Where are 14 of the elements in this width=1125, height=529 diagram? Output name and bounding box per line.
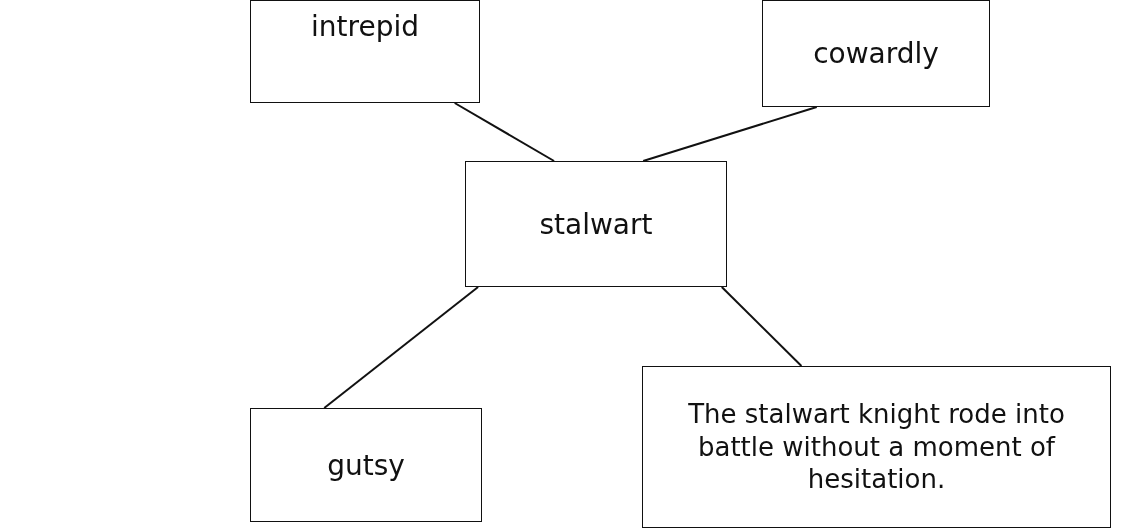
connector-line	[642, 106, 818, 162]
connector-line	[720, 286, 803, 367]
word-box	[642, 366, 1111, 528]
connector-line	[453, 102, 556, 162]
word-box	[762, 0, 990, 107]
word-box	[250, 408, 482, 522]
box-text: intrepid	[311, 9, 419, 44]
word-box	[465, 161, 727, 287]
box-text: stalwart	[539, 206, 653, 242]
box-text: gutsy	[327, 447, 405, 483]
box-text: cowardly	[813, 36, 939, 71]
connector-line	[323, 286, 480, 409]
box-text: The stalwart knight rode into battle without a moment of hesitation.	[687, 398, 1066, 496]
word-box	[250, 0, 480, 103]
